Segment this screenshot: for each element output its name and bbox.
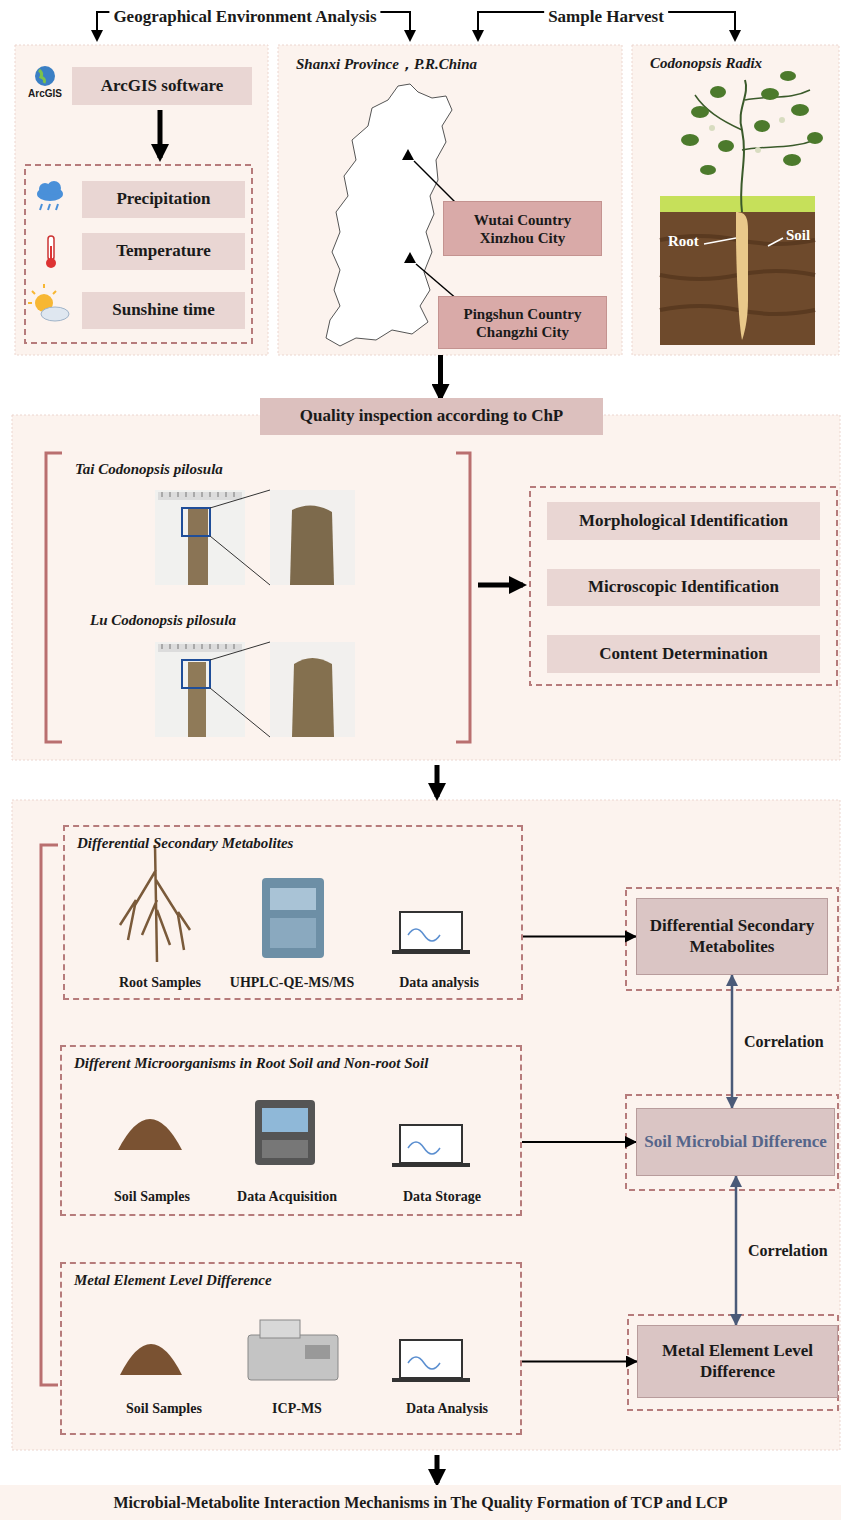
node-text: Precipitation	[116, 189, 210, 209]
node-caption: Data analysis	[399, 975, 479, 991]
software-box: ArcGIS software	[72, 67, 252, 105]
climate-box: Temperature	[82, 233, 245, 270]
text-label: ArcGIS	[28, 88, 62, 99]
node-text: Wutai Country Xinzhou City	[450, 211, 595, 247]
node-text: Soil Microbial Difference	[644, 1132, 827, 1152]
node-text: Temperature	[116, 241, 210, 261]
node-caption: Data Acquisition	[237, 1189, 337, 1205]
node-text: Sunshine time	[112, 300, 215, 320]
text-label: Lu Codonopsis pilosula	[90, 612, 236, 629]
weather-icons	[28, 66, 69, 321]
climate-box: Sunshine time	[82, 292, 245, 329]
method-box: Content Determination	[547, 635, 820, 673]
plant-panel: Codonopsis RadixRoot Soil	[632, 45, 839, 355]
method-box: Morphological Identification	[547, 502, 820, 540]
edge-label: Correlation	[742, 1033, 826, 1051]
panels	[12, 45, 840, 1450]
node-text: Codonopsis Radix	[650, 55, 762, 72]
flow-arrow	[522, 1361, 637, 1363]
node-text: Content Determination	[599, 644, 768, 664]
dashed-frames	[25, 165, 838, 1410]
node-text: Different Microorganisms in Root Soil an…	[74, 1055, 428, 1072]
node-caption: UHPLC-QE-MS/MS	[230, 975, 354, 991]
result-box: Soil Microbial Difference	[636, 1108, 835, 1176]
node-text: Microscopic Identification	[588, 577, 779, 597]
method-box: Microscopic Identification	[547, 569, 820, 606]
brackets	[41, 453, 470, 1385]
conclusion-band: Microbial-Metabolite Interaction Mechani…	[0, 1485, 841, 1520]
method-icons	[118, 845, 470, 1382]
node-caption: Soil	[786, 227, 810, 244]
location-box: Wutai Country Xinzhou City	[443, 201, 602, 256]
plant-illustration	[660, 71, 823, 345]
node-text: Differential Secondary Metabolites	[77, 835, 293, 852]
text-label: Sample Harvest	[544, 7, 668, 27]
node-caption: ICP-MS	[272, 1401, 322, 1417]
node-caption: Data Storage	[403, 1189, 481, 1205]
result-box: Differential Secondary Metabolites	[636, 898, 828, 975]
location-box: Pingshun Country Changzhi City	[438, 296, 607, 349]
node-caption: Root	[668, 233, 699, 250]
method-group: Differential Secondary MetabolitesRoot S…	[63, 825, 523, 1000]
node-text: Morphological Identification	[579, 511, 788, 531]
process-box: Quality inspection according to ChP	[260, 398, 603, 435]
node-text: Differential Secondary Metabolites	[643, 916, 821, 957]
correlation-arrow	[735, 1176, 738, 1325]
node-text: Quality inspection according to ChP	[300, 406, 564, 426]
method-group: Different Microorganisms in Root Soil an…	[60, 1045, 522, 1216]
flow-arrow	[523, 936, 636, 938]
node-caption: Soil Samples	[114, 1189, 190, 1205]
correlation-arrow	[731, 975, 734, 1108]
method-group: Metal Element Level DifferenceSoil Sampl…	[60, 1262, 522, 1435]
node-text: Metal Element Level Difference	[74, 1272, 272, 1289]
flow-arrow	[438, 355, 443, 398]
edge-label: Correlation	[746, 1242, 830, 1260]
node-text: Shanxi Province，P.R.China	[296, 55, 477, 74]
node-caption: Data Analysis	[406, 1401, 488, 1417]
node-text: Microbial-Metabolite Interaction Mechani…	[113, 1493, 727, 1512]
node-text: ArcGIS software	[101, 76, 224, 96]
climate-box: Precipitation	[82, 181, 245, 218]
node-text: Pingshun Country Changzhi City	[445, 305, 600, 341]
result-box: Metal Element Level Difference	[637, 1325, 838, 1398]
text-label: Geographical Environment Analysis	[109, 7, 380, 27]
map-panel: Shanxi Province，P.R.ChinaWutai Country X…	[278, 45, 622, 355]
node-caption: Root Samples	[119, 975, 201, 991]
text-label: Tai Codonopsis pilosula	[75, 461, 223, 478]
flow-arrow	[522, 1141, 636, 1143]
node-caption: Soil Samples	[126, 1401, 202, 1417]
node-text: Metal Element Level Difference	[644, 1341, 831, 1382]
